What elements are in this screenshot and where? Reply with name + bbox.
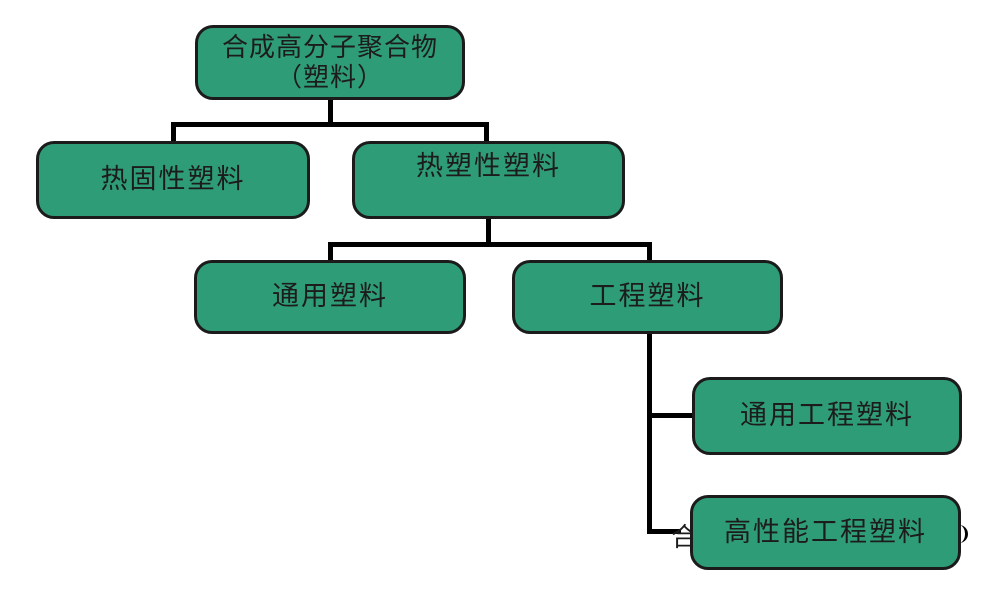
connector-level2-bar bbox=[171, 122, 489, 127]
node-label: 通用工程塑料 bbox=[740, 400, 914, 431]
node-general-plastic: 通用塑料 bbox=[194, 260, 466, 334]
node-thermoplastic: 热塑性塑料 bbox=[352, 141, 625, 219]
node-general-engineering-plastic: 通用工程塑料 bbox=[692, 377, 962, 455]
connector-general-engineering-branch bbox=[647, 413, 692, 418]
node-high-performance-engineering-plastic: 高性能工程塑料 bbox=[690, 495, 961, 570]
node-synthetic-polymer: 合成高分子聚合物 （塑料） bbox=[195, 25, 465, 100]
connector-thermoset-drop bbox=[171, 122, 176, 142]
connector-root-stem bbox=[328, 100, 333, 127]
occluded-paren-fragment bbox=[959, 525, 968, 543]
node-label: 热固性塑料 bbox=[100, 164, 246, 195]
node-label-line1: 合成高分子聚合物 bbox=[221, 32, 438, 62]
connector-thermoplastic-drop bbox=[484, 122, 489, 142]
node-label: 工程塑料 bbox=[589, 281, 706, 312]
node-label: 热塑性塑料 bbox=[416, 151, 561, 181]
node-label: 通用塑料 bbox=[272, 281, 388, 312]
node-thermoset-plastic: 热固性塑料 bbox=[36, 141, 310, 219]
connector-high-performance-branch bbox=[647, 529, 681, 534]
node-label: 高性能工程塑料 bbox=[724, 516, 927, 547]
connector-engineering-plastic-drop bbox=[647, 242, 652, 261]
node-label-line2: （塑料） bbox=[275, 62, 384, 92]
connector-level3-bar bbox=[328, 242, 652, 247]
connector-general-plastic-drop bbox=[328, 242, 333, 261]
node-engineering-plastic: 工程塑料 bbox=[512, 260, 783, 334]
connector-thermoplastic-stem bbox=[486, 219, 491, 247]
connector-engineering-plastic-stem bbox=[647, 334, 652, 534]
